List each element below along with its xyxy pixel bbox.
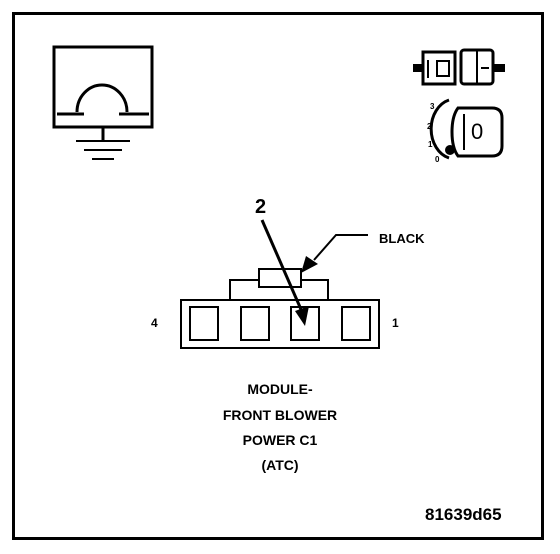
ignition-key-off-icon (429, 98, 504, 160)
pin-callout-arrow (260, 219, 309, 326)
key-position-0: 0 (435, 155, 440, 164)
connector-title-line-3: POWER C1 (242, 432, 318, 448)
connector-title-line-2: FRONT BLOWER (222, 407, 338, 423)
connector-cavities (189, 306, 371, 341)
key-label: 0 (471, 119, 484, 144)
cavity-4 (189, 306, 219, 341)
key-position-2: 2 (427, 122, 432, 131)
pin-callout-label: 2 (255, 196, 267, 218)
diagram-frame (12, 12, 544, 540)
key-position-1: 1 (428, 140, 433, 149)
connector-disconnect-icon (413, 48, 505, 86)
ground-ohm-meter-icon (52, 45, 154, 160)
cavity-3 (240, 306, 270, 341)
figure-id: 81639d65 (425, 505, 502, 524)
cavity-1 (341, 306, 371, 341)
wire-color-label: BLACK (379, 231, 425, 246)
pin-left-label: 4 (151, 316, 158, 330)
pin-right-label: 1 (392, 316, 399, 330)
wire-color-leader (301, 234, 368, 273)
key-position-3: 3 (430, 102, 435, 111)
connector-title-line-1: MODULE- (247, 381, 313, 397)
connector-title-line-4: (ATC) (261, 457, 299, 473)
